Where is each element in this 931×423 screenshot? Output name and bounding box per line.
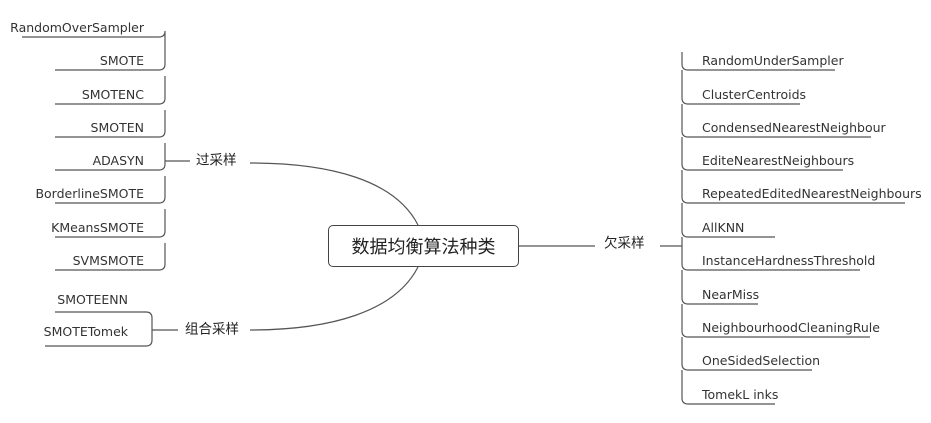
connector-undersample-leaf-6 <box>681 237 860 271</box>
connector-combine-bracket <box>45 311 153 347</box>
leaf-undersample-3[interactable]: EditeNearestNeighbours <box>702 152 855 168</box>
leaf-oversample-3[interactable]: SMOTEN <box>90 119 144 135</box>
leaf-undersample-1[interactable]: ClusterCentroids <box>702 86 807 102</box>
connector-oversample-leaf-7 <box>55 243 166 271</box>
leaf-undersample-5[interactable]: AllKNN <box>702 219 745 235</box>
leaf-oversample-7[interactable]: SVMSMOTE <box>72 252 144 268</box>
connector-oversample-leaf-1 <box>55 43 166 71</box>
leaf-undersample-10[interactable]: TomekL inks <box>702 386 779 402</box>
leaf-combine-1[interactable]: SMOTETomek <box>43 323 128 339</box>
connector-undersample-leaf-8 <box>681 304 870 338</box>
leaf-undersample-0[interactable]: RandomUnderSampler <box>702 52 844 68</box>
connector-undersample-leaf-9 <box>681 337 812 371</box>
connector-oversample-leaf-6 <box>55 209 166 238</box>
leaf-undersample-2[interactable]: CondensedNearestNeighbour <box>702 119 886 135</box>
leaf-undersample-9[interactable]: OneSidedSelection <box>702 352 821 368</box>
branch-combine-label[interactable]: 组合采样 <box>185 321 239 338</box>
leaf-oversample-5[interactable]: BorderlineSMOTE <box>35 185 144 201</box>
connector-undersample-leaf-3 <box>681 137 843 171</box>
connector-undersample-leaf-4 <box>681 170 905 204</box>
leaf-undersample-4[interactable]: RepeatedEditedNearestNeighbours <box>702 185 922 201</box>
connector-undersample-leaf-7 <box>681 270 758 305</box>
leaf-undersample-6[interactable]: InstanceHardnessThreshold <box>702 252 876 268</box>
leaf-oversample-2[interactable]: SMOTENC <box>81 86 144 102</box>
connector-undersample-leaf-1 <box>681 70 800 105</box>
branch-oversample-label[interactable]: 过采样 <box>196 152 237 169</box>
leaf-oversample-6[interactable]: KMeansSMOTE <box>51 219 144 235</box>
leaf-undersample-8[interactable]: NeighbourhoodCleaningRule <box>702 319 880 335</box>
connector-oversample-leaf-4 <box>55 143 166 171</box>
connector-root-oversample <box>249 162 419 226</box>
connector-undersample-leaf-0 <box>681 52 835 71</box>
root-node-label: 数据均衡算法种类 <box>351 237 496 258</box>
connector-oversample-leaf-0 <box>22 30 166 43</box>
leaf-oversample-1[interactable]: SMOTE <box>99 52 144 68</box>
leaf-undersample-7[interactable]: NearMiss <box>702 286 760 302</box>
leaf-oversample-0[interactable]: RandomOverSampler <box>10 19 144 35</box>
connector-undersample-leaf-5 <box>681 203 775 238</box>
connector-oversample-leaf-3 <box>55 110 166 138</box>
connector-undersample-leaf-10 <box>681 370 775 405</box>
connector-undersample-leaf-2 <box>681 104 871 138</box>
leaf-oversample-4[interactable]: ADASYN <box>92 152 144 168</box>
connector-oversample-leaf-2 <box>55 76 166 105</box>
root-node[interactable]: 数据均衡算法种类 <box>328 225 519 267</box>
connector-root-combine <box>249 266 419 331</box>
leaf-combine-0[interactable]: SMOTEENN <box>57 291 128 307</box>
branch-undersample-label[interactable]: 欠采样 <box>604 235 645 252</box>
connector-oversample-leaf-5 <box>55 176 166 204</box>
